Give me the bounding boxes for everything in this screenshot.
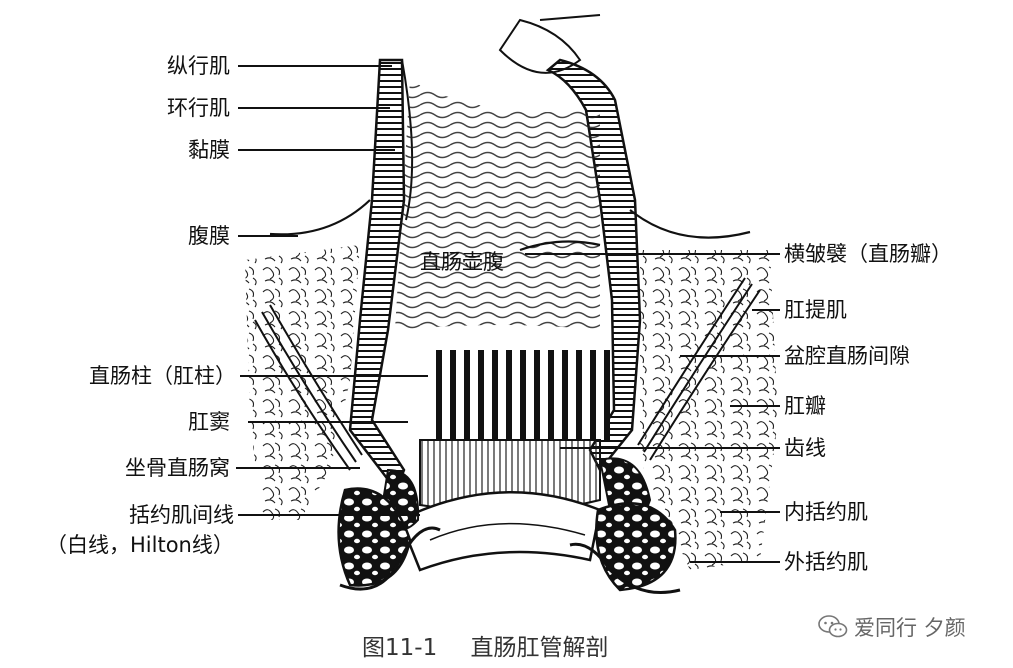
label-internal-sphincter: 内括约肌 [784,500,868,524]
label-levator-ani: 肛提肌 [784,298,847,322]
levator-ani-muscle [254,277,761,471]
watermark-text: 爱同行 夕颜 [854,616,966,640]
figure-caption: 图11-1 直肠肛管解剖 [362,628,609,662]
label-anal-valve: 肛瓣 [784,394,826,418]
external-sphincter [337,487,677,592]
figure-number: 图11-1 [362,635,438,661]
figure-title: 直肠肛管解剖 [470,635,609,661]
label-circular-muscle: 环行肌 [167,96,230,120]
leader-lines-right [525,253,780,563]
peritoneum [269,199,751,252]
anal-canal [398,439,602,572]
anal-columns [430,350,610,440]
label-anal-sinus: 肛窦 [188,410,230,434]
perianal-skin [339,526,681,594]
label-anal-column: 直肠柱（肛柱） [89,364,236,388]
label-pelvirectal-space: 盆腔直肠间隙 [784,344,910,368]
label-intersphincteric-line: 括约肌间线 [129,503,234,527]
label-white-line: （白线，Hilton线） [46,533,234,557]
leader-lines-left [236,65,428,516]
label-rectal-ampulla: 直肠壶腹 [420,250,504,274]
wechat-icon [818,615,848,638]
label-peritoneum: 腹膜 [188,224,230,248]
label-dentate-line: 齿线 [784,436,826,460]
perirectal-fat [245,245,778,570]
rectal-ampulla-folds [395,14,601,330]
label-transverse-fold: 横皱襞（直肠瓣） [784,242,952,266]
watermark: 爱同行 夕颜 [818,612,966,642]
label-external-sphincter: 外括约肌 [784,550,868,574]
label-mucosa: 黏膜 [188,138,230,162]
label-ischiorectal-fossa: 坐骨直肠窝 [125,456,230,480]
label-longitudinal-muscle: 纵行肌 [167,54,230,78]
